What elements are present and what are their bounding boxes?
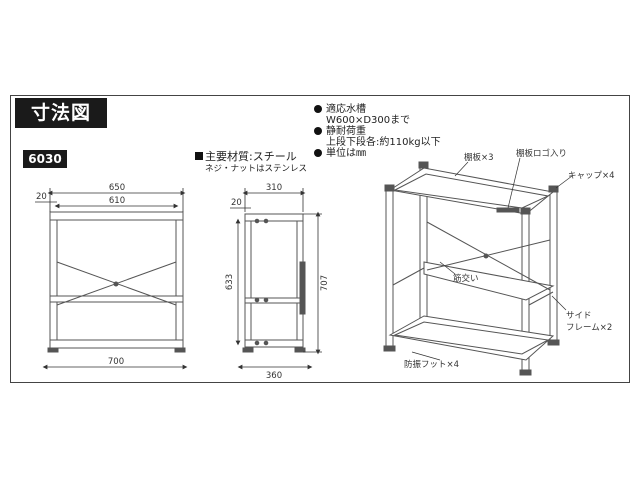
material-info: 主要材質:スチール ネジ・ナットはステンレス bbox=[195, 151, 307, 175]
front-side-20: 20 bbox=[36, 192, 47, 202]
spec-notes: 適応水槽 W600×D300まで 静耐荷重 上段下段各:約110kg以下 単位は… bbox=[314, 104, 441, 159]
square-bullet-icon bbox=[195, 152, 203, 160]
front-inner-610: 610 bbox=[109, 196, 125, 206]
note-detail: 上段下段各:約110kg以下 bbox=[326, 137, 441, 148]
side-bottom-360: 360 bbox=[266, 371, 282, 381]
label-shelf: 棚板×3 bbox=[464, 152, 494, 163]
isometric-view bbox=[383, 161, 560, 376]
front-dimensions bbox=[35, 188, 188, 370]
label-brace: 筋交い bbox=[453, 273, 479, 284]
note-text: 静耐荷重 bbox=[326, 126, 366, 137]
side-offset-20: 20 bbox=[231, 198, 242, 208]
label-cap: キャップ×4 bbox=[568, 171, 615, 181]
bullet-icon bbox=[314, 127, 322, 135]
side-depth-310: 310 bbox=[266, 183, 282, 193]
note-detail: W600×D300まで bbox=[326, 115, 411, 126]
label-side-frame-1: サイド bbox=[566, 311, 592, 321]
material-sub: ネジ・ナットはステンレス bbox=[205, 164, 308, 174]
note-text: 単位は㎜ bbox=[326, 148, 366, 159]
side-height-633: 633 bbox=[225, 274, 235, 290]
note-item: 適応水槽 bbox=[314, 104, 441, 115]
side-dimensions bbox=[230, 188, 322, 370]
label-foot: 防振フット×4 bbox=[404, 359, 459, 370]
model-badge: 6030 bbox=[23, 150, 67, 168]
diagram-frame bbox=[10, 95, 630, 383]
material-main: 主要材質:スチール bbox=[205, 150, 297, 163]
front-width-650: 650 bbox=[109, 183, 125, 193]
front-bottom-700: 700 bbox=[108, 357, 124, 367]
note-text: 適応水槽 bbox=[326, 104, 366, 115]
bullet-icon bbox=[314, 149, 322, 157]
bullet-icon bbox=[314, 105, 322, 113]
note-item: 静耐荷重 bbox=[314, 126, 441, 137]
side-view bbox=[242, 213, 306, 353]
label-shelf-logo: 棚板ロゴ入り bbox=[516, 148, 567, 159]
note-item: 単位は㎜ bbox=[314, 148, 441, 159]
isometric-leaders bbox=[411, 157, 573, 361]
side-height-707: 707 bbox=[320, 275, 330, 291]
front-view bbox=[47, 211, 186, 353]
page-title: 寸法図 bbox=[15, 98, 107, 128]
label-side-frame-2: フレーム×2 bbox=[566, 323, 612, 333]
